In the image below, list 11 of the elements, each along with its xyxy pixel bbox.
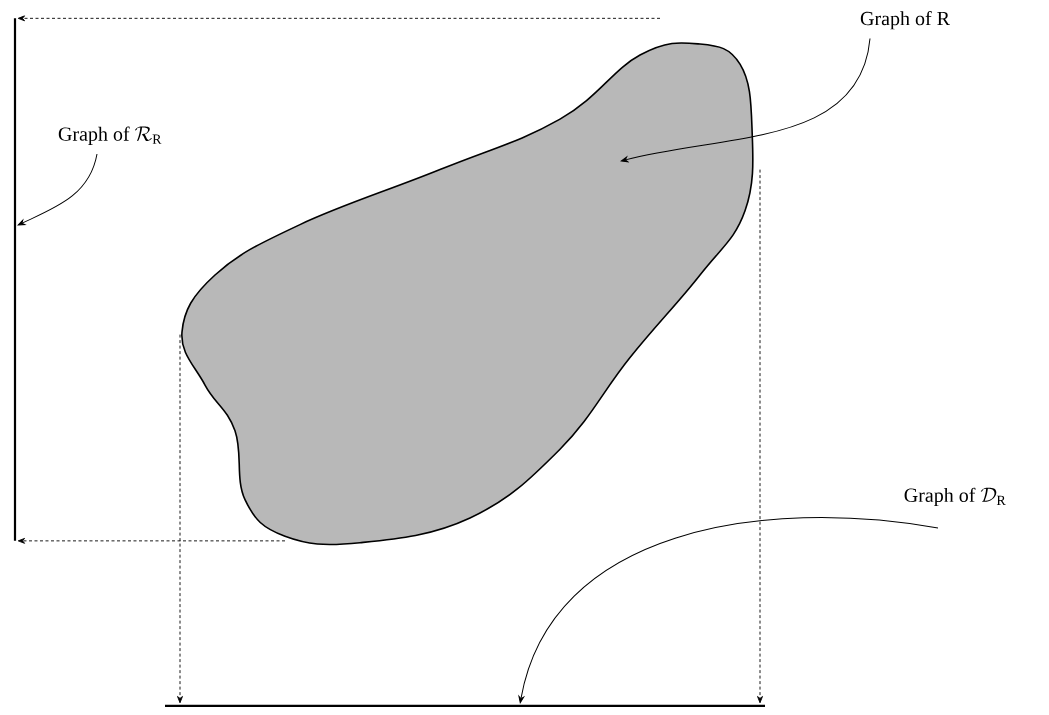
region-shape	[181, 42, 754, 546]
leader-line	[17, 153, 98, 226]
projection-arrow	[17, 537, 286, 544]
projection-arrow	[757, 169, 763, 704]
projection-arrow	[17, 15, 661, 22]
graph-label: $\text{Graph of }\mathcal{R}_{\mathrm{R}}$	[58, 126, 162, 145]
graph-label: $\text{Graph of }\mathcal{D}_{\mathrm{R}}$	[904, 487, 1006, 507]
leader-line	[620, 38, 871, 163]
leader-line	[518, 517, 939, 704]
projection-arrow	[177, 334, 183, 704]
graph-label: Graph of R	[860, 11, 950, 30]
